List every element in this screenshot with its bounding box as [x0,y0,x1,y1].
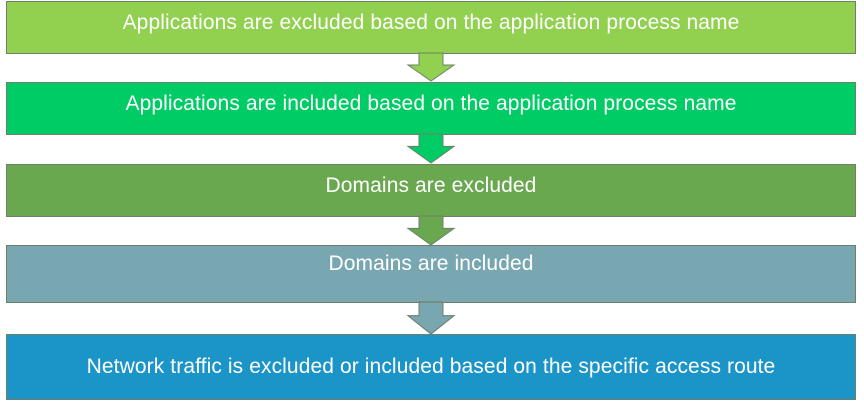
step-app-exclude-box: Applications are excluded based on the a… [6,1,856,54]
down-arrow-icon [406,52,456,82]
step-network-route-box: Network traffic is excluded or included … [6,334,856,400]
step-domain-include-label: Domains are included [328,252,534,275]
step-domain-exclude-label: Domains are excluded [325,174,537,197]
step-domain-include-box: Domains are included [6,245,856,303]
down-arrow-icon [406,215,456,246]
step-network-route-label: Network traffic is excluded or included … [86,355,776,378]
step-app-include-label: Applications are included based on the a… [125,92,737,115]
step-app-include-box: Applications are included based on the a… [6,82,856,135]
step-app-exclude-label: Applications are excluded based on the a… [122,11,740,34]
down-arrow-icon [406,133,456,164]
step-domain-exclude-box: Domains are excluded [6,164,856,217]
down-arrow-icon [406,301,456,335]
